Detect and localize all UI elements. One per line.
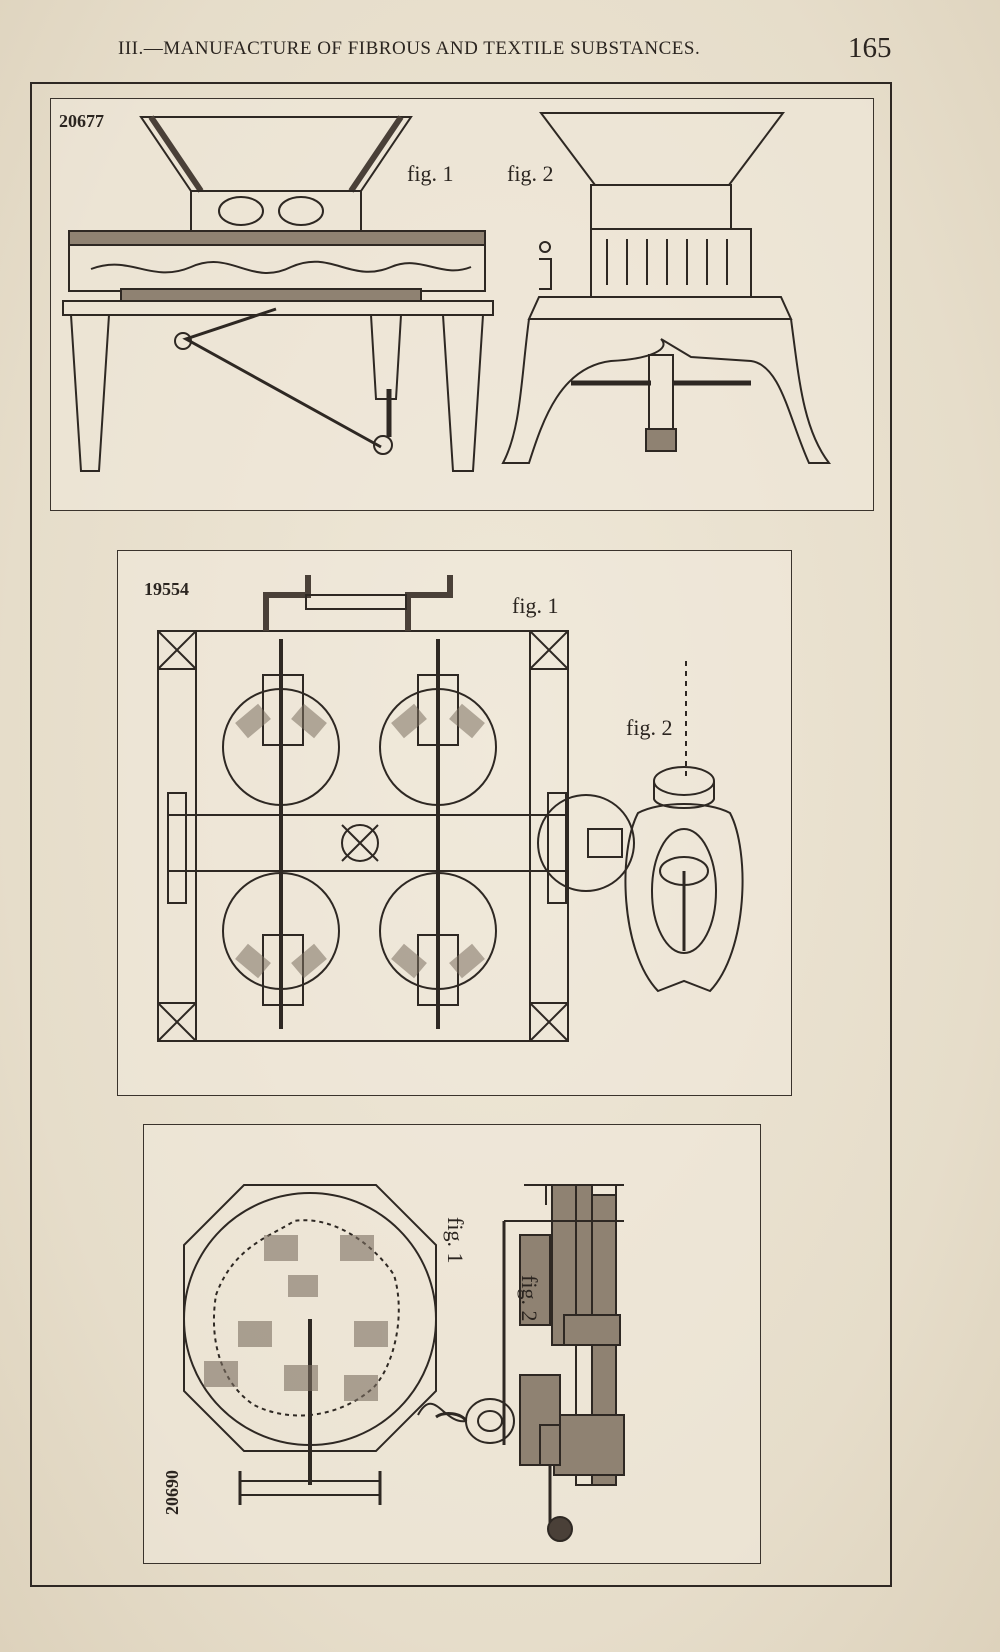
fig-1-label: fig. 1 (407, 161, 454, 186)
patent-number: 20690 (162, 1470, 182, 1515)
fig-2-label: fig. 2 (517, 1275, 542, 1322)
plate-20690-drawing (183, 1184, 625, 1542)
patent-number: 19554 (144, 579, 189, 599)
plate-20690: 20690 fig. 1 fig. 2 (143, 1124, 761, 1564)
fig-1-label: fig. 1 (512, 593, 559, 618)
fig-2-label: fig. 2 (626, 715, 673, 740)
plate-20677: 20677 fig. 1 fig. 2 (50, 98, 874, 511)
plate-19554: 19554 fig. 1 fig. 2 (117, 550, 792, 1096)
fig-1-label: fig. 1 (443, 1217, 468, 1264)
fig-2-label: fig. 2 (507, 161, 554, 186)
patent-number: 20677 (59, 111, 104, 131)
running-head: III.—MANUFACTURE OF FIBROUS AND TEXTILE … (118, 38, 701, 59)
page-number: 165 (848, 32, 892, 64)
plate-19554-drawing (157, 575, 744, 1042)
plate-frame (30, 82, 892, 1587)
plate-20677-drawing (62, 112, 832, 472)
